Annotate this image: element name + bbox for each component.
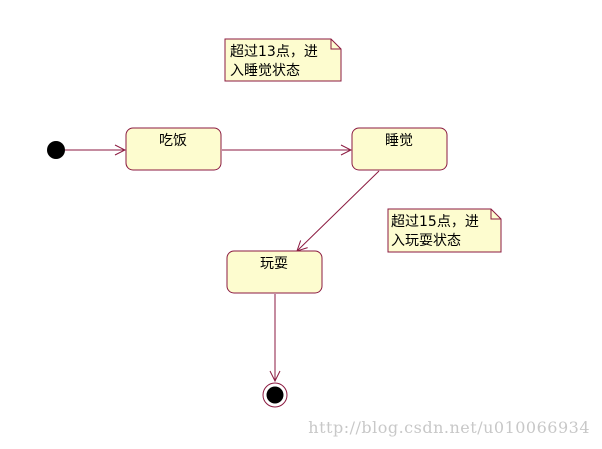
state-sleep-label: 睡觉 [385, 133, 413, 149]
note-play[interactable]: 超过15点，进 入玩耍状态 [387, 208, 502, 253]
note-sleep[interactable]: 超过13点，进 入睡觉状态 [224, 38, 342, 82]
note-play-line-2: 入玩耍状态 [391, 233, 461, 249]
note-play-line-1: 超过15点，进 [391, 214, 479, 230]
state-play-label: 玩耍 [260, 256, 288, 272]
state-sleep[interactable]: 睡觉 [351, 127, 448, 171]
transition-sleep-to-play[interactable] [297, 170, 380, 251]
state-eat-label: 吃饭 [159, 133, 187, 149]
final-node[interactable] [262, 382, 288, 408]
note-sleep-line-2: 入睡觉状态 [230, 63, 300, 79]
state-play[interactable]: 玩耍 [226, 250, 323, 294]
watermark-text: http://blog.csdn.net/u010066934 [308, 418, 590, 437]
initial-node[interactable] [47, 141, 65, 159]
state-eat[interactable]: 吃饭 [125, 127, 222, 171]
note-sleep-line-1: 超过13点，进 [230, 44, 318, 60]
